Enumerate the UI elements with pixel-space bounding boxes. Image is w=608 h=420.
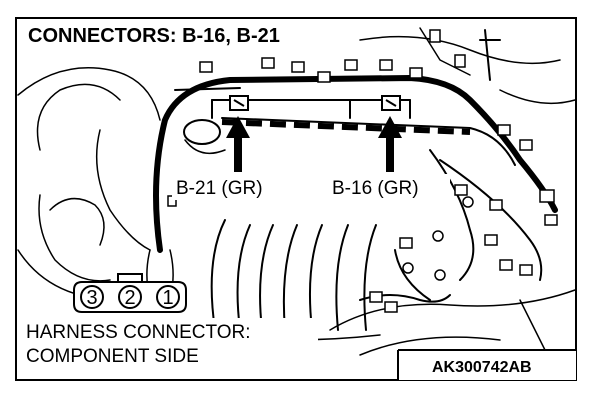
b16-label-backdrop: [328, 174, 450, 200]
harness-connector-face: 3 2 1: [73, 273, 187, 313]
note-line-1: HARNESS CONNECTOR:: [26, 322, 251, 343]
figure-title: CONNECTORS: B-16, B-21: [28, 25, 280, 47]
figure-code: AK300742AB: [432, 359, 532, 376]
wiring-harness: [146, 29, 558, 303]
connector-b16: [381, 95, 401, 111]
b21-label-backdrop: [172, 174, 292, 200]
title-backdrop: [18, 20, 336, 48]
note-line-2: COMPONENT SIDE: [26, 346, 199, 367]
figure-code-box: [398, 350, 576, 380]
arrow-b16: [378, 116, 402, 172]
pin-1-label: 1: [162, 287, 173, 309]
pin-3-label: 3: [86, 287, 97, 309]
harness-connector-clips: [167, 29, 558, 313]
b16-label: B-16 (GR): [332, 178, 419, 199]
connector-b21: [229, 95, 249, 111]
arrow-b21: [226, 116, 250, 172]
pin-2-label: 2: [124, 287, 135, 309]
note-backdrop: [18, 318, 318, 372]
b21-label: B-21 (GR): [176, 178, 263, 199]
